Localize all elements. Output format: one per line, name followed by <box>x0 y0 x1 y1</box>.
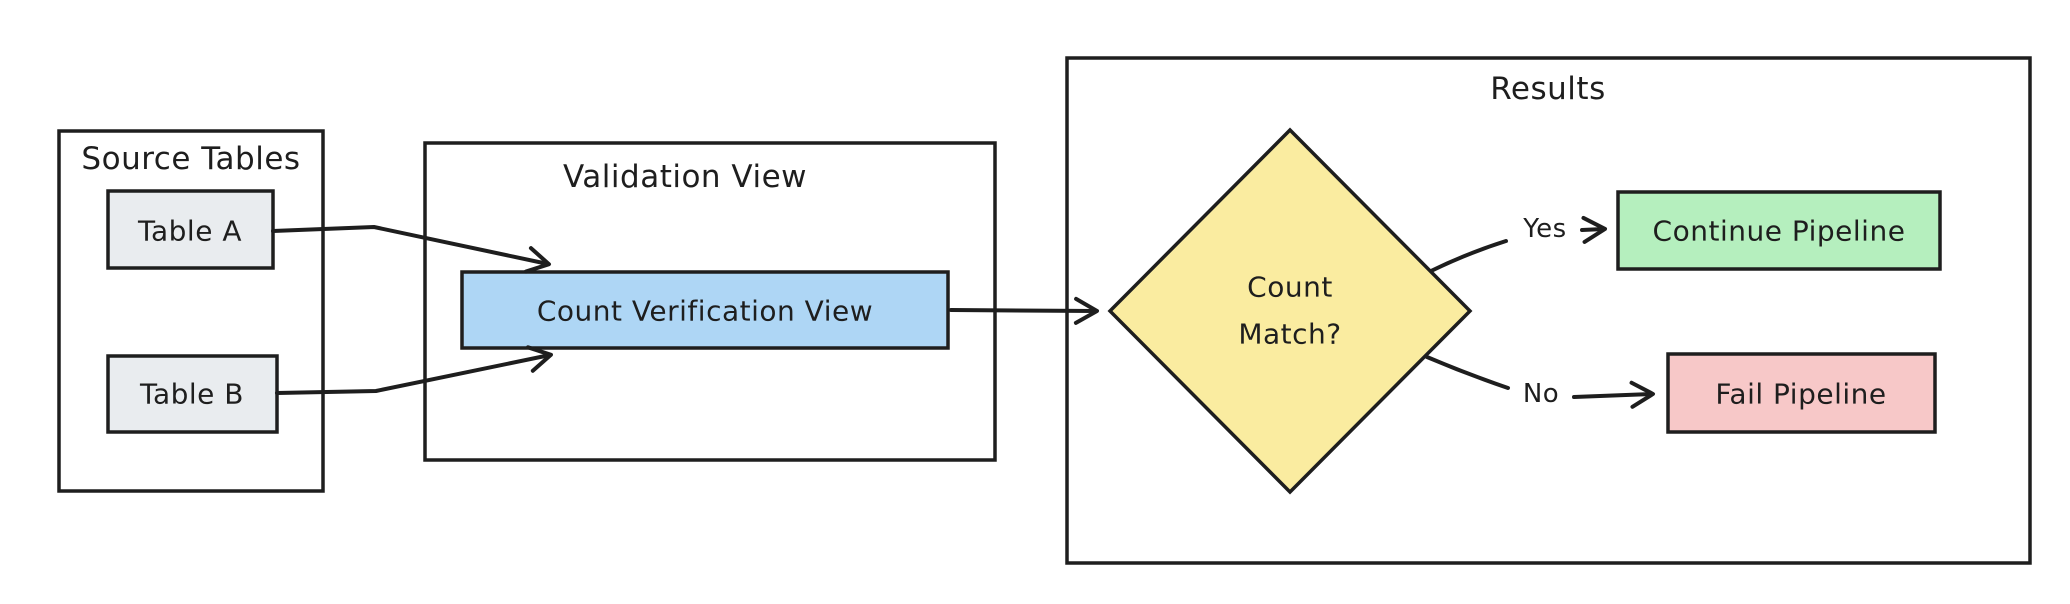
table-b-box <box>106 354 279 434</box>
no-edge-arrow <box>1572 380 1655 409</box>
table-b-label: Table B <box>139 378 244 411</box>
node-count-verification-view: Count Verification View <box>460 270 950 350</box>
count-verification-view-label: Count Verification View <box>537 295 873 328</box>
validation-view-title: Validation View <box>563 159 807 195</box>
yes-edge-line <box>1429 239 1508 273</box>
node-table-a: Table A <box>106 189 275 270</box>
count-match-diamond <box>1107 127 1473 495</box>
arrow-view-to-decision <box>949 296 1099 325</box>
source-tables-border <box>57 129 325 493</box>
source-tables-container: Source Tables <box>57 129 325 493</box>
no-edge-line <box>1425 355 1510 390</box>
continue-pipeline-label: Continue Pipeline <box>1653 215 1906 248</box>
count-match-label-line1: Count <box>1247 271 1333 304</box>
fail-pipeline-box <box>1666 352 1937 434</box>
source-tables-title: Source Tables <box>81 141 300 177</box>
node-table-b: Table B <box>106 354 279 434</box>
node-count-match-decision: Count Match? <box>1107 127 1473 495</box>
count-match-label-line2: Match? <box>1238 318 1341 351</box>
fail-pipeline-label: Fail Pipeline <box>1715 378 1886 411</box>
arrow-table-b-to-view <box>275 345 553 395</box>
yes-edge-arrowhead <box>1580 215 1607 244</box>
yes-edge-label: Yes <box>1522 214 1566 244</box>
node-continue-pipeline: Continue Pipeline <box>1616 190 1942 271</box>
continue-pipeline-box <box>1616 190 1942 271</box>
results-title: Results <box>1490 71 1605 107</box>
no-edge-label: No <box>1523 379 1559 409</box>
table-a-label: Table A <box>137 215 242 248</box>
arrow-table-a-to-view <box>271 225 551 274</box>
count-verification-view-box <box>460 270 950 350</box>
node-fail-pipeline: Fail Pipeline <box>1666 352 1937 434</box>
